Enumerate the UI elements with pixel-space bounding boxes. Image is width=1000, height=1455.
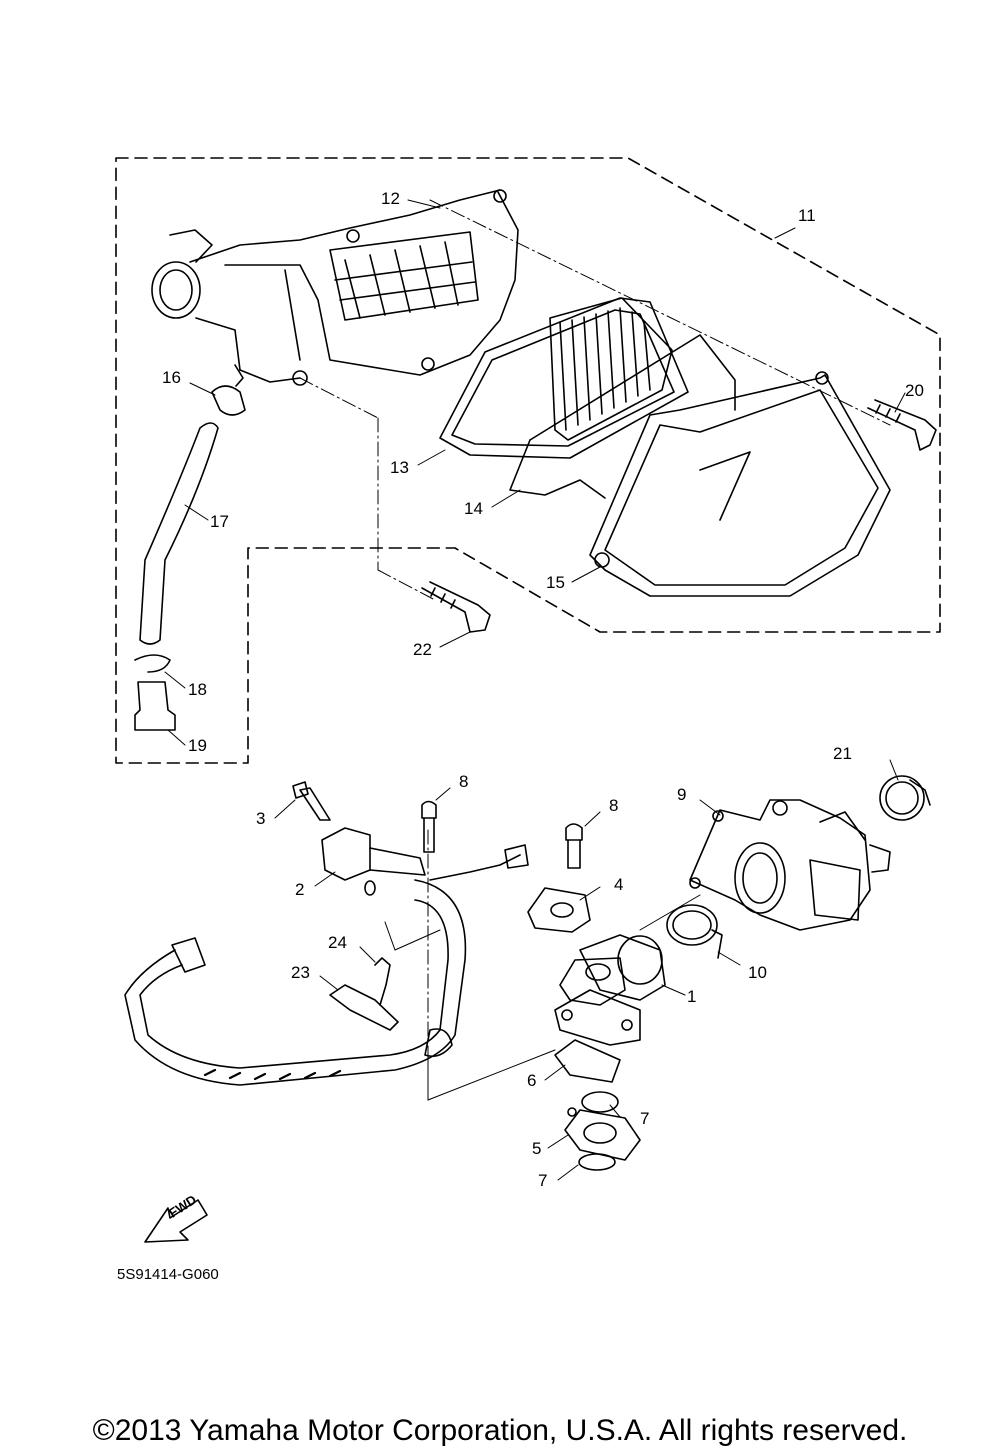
air-filter-element	[509, 297, 736, 499]
callout-2: 2	[295, 880, 305, 899]
callout-7a: 7	[640, 1109, 650, 1128]
element-seal	[439, 297, 689, 459]
callout-17: 17	[210, 512, 229, 531]
callout-16: 16	[162, 368, 181, 387]
callout-3: 3	[256, 809, 266, 828]
bolt-8a	[421, 800, 437, 853]
clamp-10	[666, 904, 723, 959]
callout-11: 11	[798, 206, 816, 225]
callout-24: 24	[328, 933, 347, 952]
callout-10: 10	[748, 963, 767, 982]
callout-5: 5	[532, 1139, 542, 1158]
copyright-notice: ©2013 Yamaha Motor Corporation, U.S.A. A…	[92, 1414, 908, 1447]
screw-22	[421, 581, 491, 633]
screw-20	[867, 399, 937, 451]
callout-7b: 7	[538, 1171, 548, 1190]
clamp-21	[879, 775, 931, 821]
intake-joint	[554, 934, 666, 1046]
fuel-hose	[124, 879, 467, 1086]
bolt-8b	[565, 823, 583, 869]
callout-23: 23	[291, 963, 310, 982]
fwd-arrow	[144, 1199, 208, 1243]
air-cleaner-cap	[589, 371, 891, 597]
callout-22: 22	[413, 640, 432, 659]
callout-13: 13	[390, 458, 409, 477]
assembly-group-boundary	[115, 157, 941, 764]
callout-19: 19	[188, 736, 207, 755]
callout-21: 21	[833, 744, 852, 763]
joint-plate	[527, 887, 591, 933]
diagram-code: 5S91414-G060	[117, 1266, 219, 1283]
hose-bracket	[329, 957, 399, 1031]
callout-15: 15	[546, 573, 565, 592]
insulator-5	[564, 1091, 641, 1171]
air-cleaner-case	[151, 189, 519, 387]
hose-assembly	[134, 385, 246, 731]
gasket-6	[554, 1039, 621, 1083]
callout-4: 4	[614, 875, 624, 894]
callout-9: 9	[677, 785, 687, 804]
throttle-body	[689, 799, 891, 931]
callout-18: 18	[188, 680, 207, 699]
callout-6: 6	[527, 1071, 537, 1090]
callout-20: 20	[905, 381, 924, 400]
callout-8b: 8	[609, 796, 619, 815]
callout-leaders	[164, 199, 906, 1181]
callout-1: 1	[687, 987, 697, 1006]
reference-lines	[384, 894, 701, 1101]
fuel-injector	[292, 781, 529, 896]
callout-12: 12	[381, 189, 400, 208]
callout-14: 14	[464, 499, 483, 518]
callout-8a: 8	[459, 772, 469, 791]
